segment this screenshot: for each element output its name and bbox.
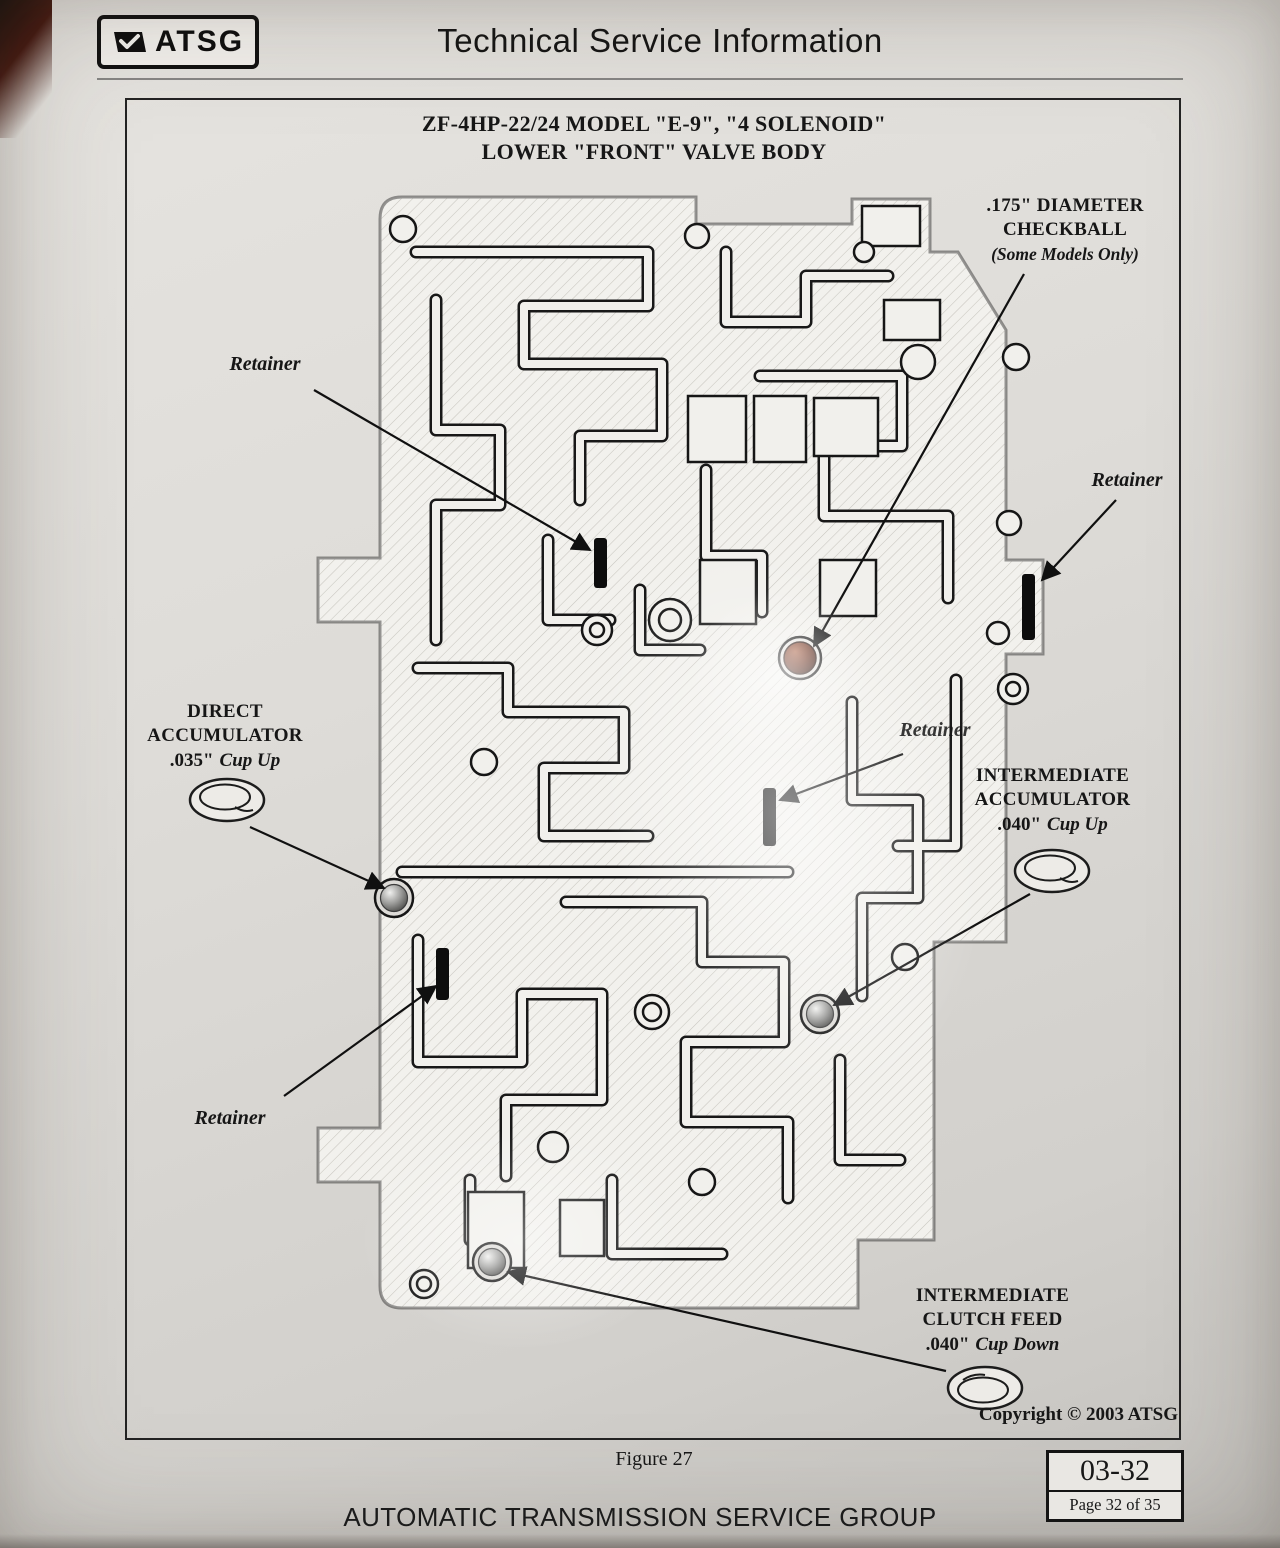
callout-retainer-right: Retainer	[1091, 469, 1163, 491]
callout-line: .040"Cup Down	[925, 1333, 1060, 1355]
callout-intermediate-accumulator: INTERMEDIATE ACCUMULATOR .040"Cup Up	[945, 764, 1160, 837]
figure-title-line2: LOWER "FRONT" VALVE BODY	[481, 139, 827, 164]
atsg-logo: ATSG	[97, 15, 259, 69]
callout-checkball: .175" DIAMETER CHECKBALL (Some Models On…	[950, 194, 1180, 265]
page-info: Page 32 of 35	[1069, 1495, 1161, 1514]
callout-retainer-middle: Retainer	[899, 719, 971, 741]
callout-retainer-top: Retainer	[229, 353, 301, 375]
callout-line: DIRECT	[187, 701, 263, 722]
figure-caption: Figure 27	[615, 1448, 693, 1470]
document-number: 03-32	[1049, 1453, 1181, 1492]
callout-line: INTERMEDIATE	[915, 1285, 1070, 1306]
atsg-logo-text: ATSG	[154, 25, 245, 58]
figure-title-line1: ZF-4HP-22/24 MODEL "E-9", "4 SOLENOID"	[421, 111, 887, 136]
copyright-notice: Copyright © 2003 ATSG	[978, 1404, 1178, 1425]
photo-bottom-shadow	[0, 1534, 1280, 1548]
callout-line: CHECKBALL	[1002, 219, 1128, 241]
callout-line: INTERMEDIATE	[975, 765, 1130, 786]
page-title: Technical Service Information	[437, 22, 883, 59]
photo-edge-artifact	[0, 0, 52, 138]
footer-organization: AUTOMATIC TRANSMISSION SERVICE GROUP	[343, 1502, 937, 1532]
callout-line: .175" DIAMETER	[986, 195, 1144, 216]
atsg-check-icon	[113, 32, 146, 52]
header-rule	[97, 78, 1183, 80]
callout-line: CLUTCH FEED	[922, 1309, 1063, 1331]
callout-line: (Some Models Only)	[991, 243, 1139, 264]
callout-intermediate-clutch-feed: INTERMEDIATE CLUTCH FEED .040"Cup Down	[885, 1284, 1100, 1357]
figure-frame	[125, 98, 1181, 1440]
callout-line: ACCUMULATOR	[974, 789, 1131, 811]
page-number-box: 03-32 Page 32 of 35	[1046, 1450, 1184, 1522]
callout-direct-accumulator: DIRECT ACCUMULATOR .035"Cup Up	[120, 700, 330, 773]
callout-line: ACCUMULATOR	[147, 725, 303, 747]
callout-retainer-lower-left: Retainer	[194, 1107, 266, 1129]
callout-line: .040"Cup Up	[997, 813, 1108, 835]
callout-line: .035"Cup Up	[169, 749, 281, 771]
